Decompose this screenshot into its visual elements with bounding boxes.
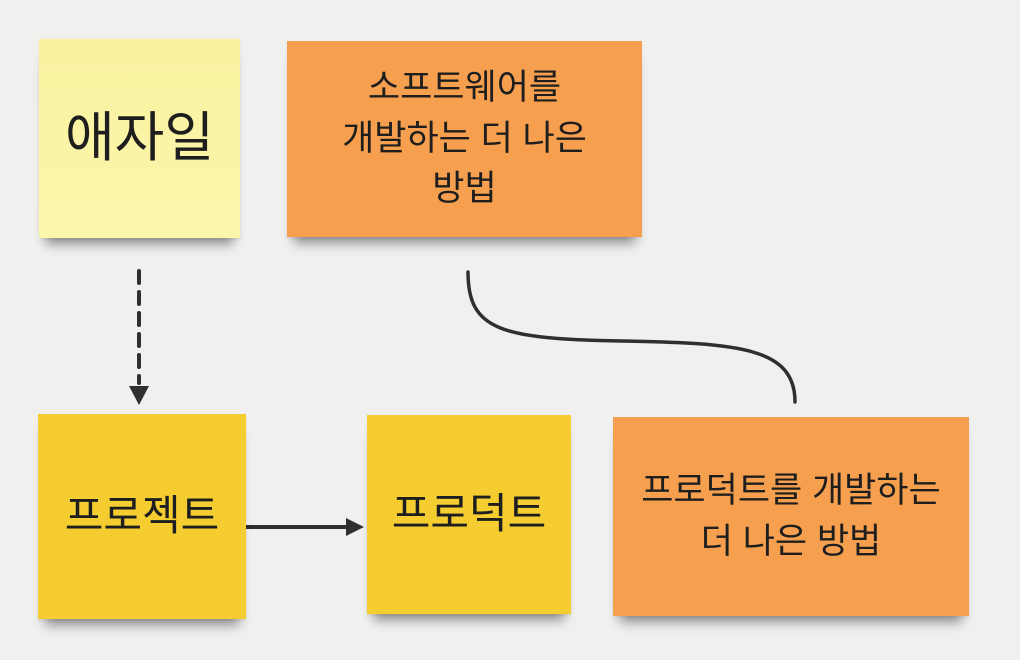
sticky-note-software-better-way[interactable]: 소프트웨어를 개발하는 더 나은 방법 bbox=[287, 41, 642, 237]
sticky-note-product-better-way-label: 프로덕트를 개발하는 더 나은 방법 bbox=[641, 470, 941, 561]
connector-project-to-product[interactable] bbox=[243, 518, 364, 536]
sticky-note-product-better-way[interactable]: 프로덕트를 개발하는 더 나은 방법 bbox=[613, 417, 969, 616]
sticky-note-product-label: 프로덕트 bbox=[391, 490, 547, 538]
connector-software-way-to-product-way[interactable] bbox=[466, 270, 797, 404]
arrowhead-down-icon bbox=[129, 386, 149, 405]
connector-agile-to-project[interactable] bbox=[129, 269, 149, 405]
sticky-note-product[interactable]: 프로덕트 bbox=[367, 415, 571, 614]
sticky-note-software-better-way-label: 소프트웨어를 개발하는 더 나은 방법 bbox=[342, 67, 587, 209]
sticky-note-agile-label: 애자일 bbox=[64, 108, 215, 169]
sticky-note-project[interactable]: 프로젝트 bbox=[38, 414, 246, 619]
arrowhead-right-icon bbox=[346, 518, 364, 536]
sticky-note-agile[interactable]: 애자일 bbox=[39, 39, 240, 238]
sticky-note-project-label: 프로젝트 bbox=[64, 492, 220, 540]
